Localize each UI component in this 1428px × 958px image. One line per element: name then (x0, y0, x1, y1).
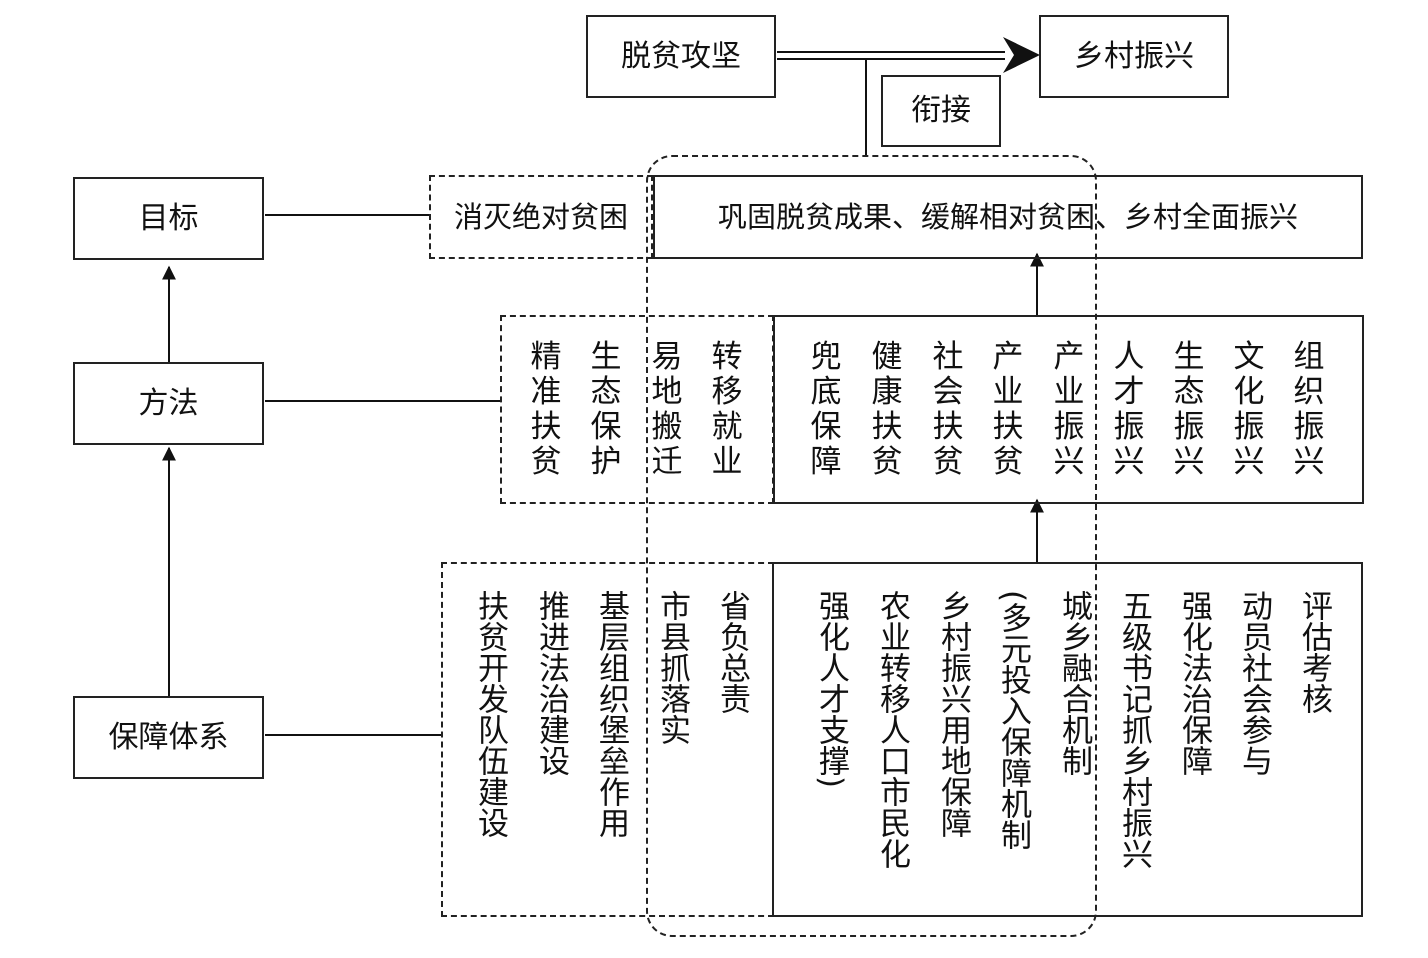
support-item: 基层组织堡垒作用 (593, 590, 629, 838)
goal-box: 目标 (73, 177, 264, 260)
support-item: 扶贫开发队伍建设 (472, 590, 508, 838)
close-paren: ) (813, 776, 849, 789)
method-item: 兜底保障 (810, 339, 842, 480)
rural-revitalization-label: 乡村振兴 (1074, 38, 1194, 74)
support-item: 城乡融合机制 (1056, 590, 1092, 776)
method-item: 人才振兴 (1113, 339, 1145, 480)
support-item-text: 多元投入保障机制 (995, 602, 1031, 851)
method-item: 产业扶贫 (992, 339, 1024, 480)
support-box: 保障体系 (73, 696, 264, 779)
goal-poverty-box: 消灭绝对贫困 (429, 175, 653, 259)
method-label: 方法 (138, 385, 199, 421)
support-item: 强化人才支撑) (808, 590, 849, 810)
method-item: 生态振兴 (1173, 339, 1205, 480)
support-item: 五级书记抓乡村振兴 (1116, 590, 1152, 869)
goal-revitalization-label: 巩固脱贫成果、缓解相对贫困、乡村全面振兴 (717, 199, 1298, 234)
method-item: 易地搬迁 (651, 339, 683, 480)
method-item: 社会扶贫 (932, 339, 964, 480)
method-item: 生态保护 (590, 339, 622, 480)
bridge-region (646, 155, 1097, 937)
support-item: 强化法治保障 (1176, 590, 1212, 776)
poverty-alleviation-box: 脱贫攻坚 (586, 15, 776, 98)
support-item: 省负总责 (714, 590, 750, 714)
goal-revitalization-box: 巩固脱贫成果、缓解相对贫困、乡村全面振兴 (653, 175, 1363, 259)
goal-poverty-label: 消灭绝对贫困 (453, 199, 628, 234)
link-label: 衔接 (911, 93, 971, 128)
support-item: 推进法治建设 (533, 590, 569, 776)
transition-arrow (777, 37, 1040, 73)
support-label: 保障体系 (108, 719, 229, 755)
open-paren: ( (995, 590, 1031, 603)
method-item: 产业振兴 (1053, 339, 1085, 480)
method-item: 组织振兴 (1293, 339, 1325, 480)
support-item: 动员社会参与 (1236, 590, 1272, 776)
support-item: 农业转移人口市民化 (874, 590, 910, 869)
goal-label: 目标 (138, 200, 199, 236)
support-item: 市县抓落实 (654, 590, 690, 745)
method-item: 转移就业 (711, 339, 743, 480)
support-item: 评估考核 (1296, 590, 1332, 714)
support-revitalization-box (772, 562, 1363, 917)
method-item: 文化振兴 (1233, 339, 1265, 480)
link-box: 衔接 (881, 75, 1001, 147)
poverty-alleviation-label: 脱贫攻坚 (621, 38, 741, 74)
support-item: 乡村振兴用地保障 (935, 590, 971, 838)
method-item: 精准扶贫 (530, 339, 562, 480)
method-revitalization-box (773, 315, 1364, 504)
method-box: 方法 (73, 362, 264, 445)
support-item: (多元投入保障机制 (990, 590, 1031, 851)
support-item-text: 强化人才支撑 (813, 590, 849, 776)
rural-revitalization-box: 乡村振兴 (1039, 15, 1229, 98)
method-item: 健康扶贫 (871, 339, 903, 480)
